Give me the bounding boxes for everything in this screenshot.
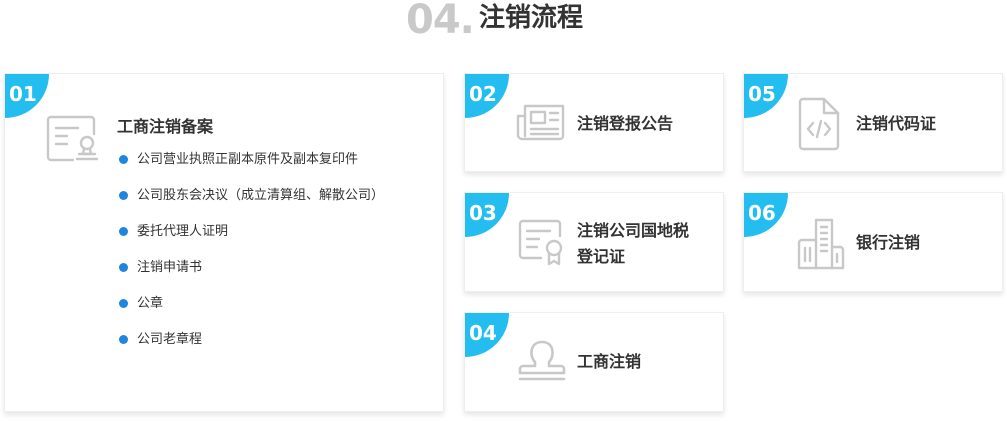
step-card-3: 03 注销公司国地税 登记证 — [464, 192, 724, 292]
bullet-icon — [119, 263, 128, 272]
card-title: 工商注销 — [577, 352, 642, 371]
card-title: 注销公司国地税 登记证 — [577, 218, 689, 270]
list-item: 委托代理人证明 — [117, 224, 384, 260]
bullet-icon — [119, 227, 128, 236]
list-item: 公司股东会决议（成立清算组、解散公司） — [117, 188, 384, 224]
step-card-4: 04 工商注销 — [464, 312, 724, 412]
card-title: 银行注销 — [856, 233, 921, 252]
newspaper-icon — [515, 102, 567, 142]
list-item: 公章 — [117, 296, 384, 332]
step-number: 03 — [469, 201, 497, 225]
certificate-icon — [517, 218, 567, 268]
step-card-5: 05 注销代码证 — [743, 73, 1003, 172]
id-card-icon — [45, 114, 101, 166]
card-title-line-1: 注销公司国地税 — [577, 221, 690, 240]
card-title: 注销代码证 — [856, 114, 937, 133]
step-number: 04 — [469, 321, 497, 345]
step-badge: 03 — [465, 193, 509, 237]
card-title: 工商注销备案 — [117, 117, 214, 136]
card-title: 注销登报公告 — [577, 114, 674, 133]
list-item: 公司老章程 — [117, 332, 384, 368]
step-number: 01 — [9, 82, 37, 106]
step-number: 05 — [748, 82, 776, 106]
step-badge: 06 — [744, 193, 788, 237]
bullet-icon — [119, 335, 128, 344]
stamp-icon — [517, 338, 567, 384]
step-badge: 04 — [465, 313, 509, 357]
bank-building-icon — [794, 217, 848, 271]
step-number: 02 — [469, 82, 497, 106]
section-title: 注销流程 — [479, 3, 584, 33]
list-item: 公司营业执照正副本原件及副本复印件 — [117, 152, 384, 188]
list-item: 注销申请书 — [117, 260, 384, 296]
card-title-line-2: 登记证 — [577, 247, 626, 266]
step-badge: 05 — [744, 74, 788, 118]
step-number: 06 — [748, 201, 776, 225]
step-card-2: 02 注销登报公告 — [464, 73, 724, 172]
step-card-6: 06 银行注销 — [743, 192, 1003, 292]
bullet-icon — [119, 299, 128, 308]
required-documents-list: 公司营业执照正副本原件及副本复印件 公司股东会决议（成立清算组、解散公司） 委托… — [117, 152, 384, 368]
step-badge: 01 — [5, 74, 49, 118]
bullet-icon — [119, 191, 128, 200]
step-card-1: 01 工商注销备案 公司营业执照正副本原件及副本复印件 公司股东会决议（成立清算… — [4, 73, 444, 412]
step-badge: 02 — [465, 74, 509, 118]
code-file-icon — [796, 96, 842, 152]
bullet-icon — [119, 155, 128, 164]
section-number: 04. — [406, 0, 475, 43]
section-header: 04. 注销流程 — [0, 0, 1007, 40]
